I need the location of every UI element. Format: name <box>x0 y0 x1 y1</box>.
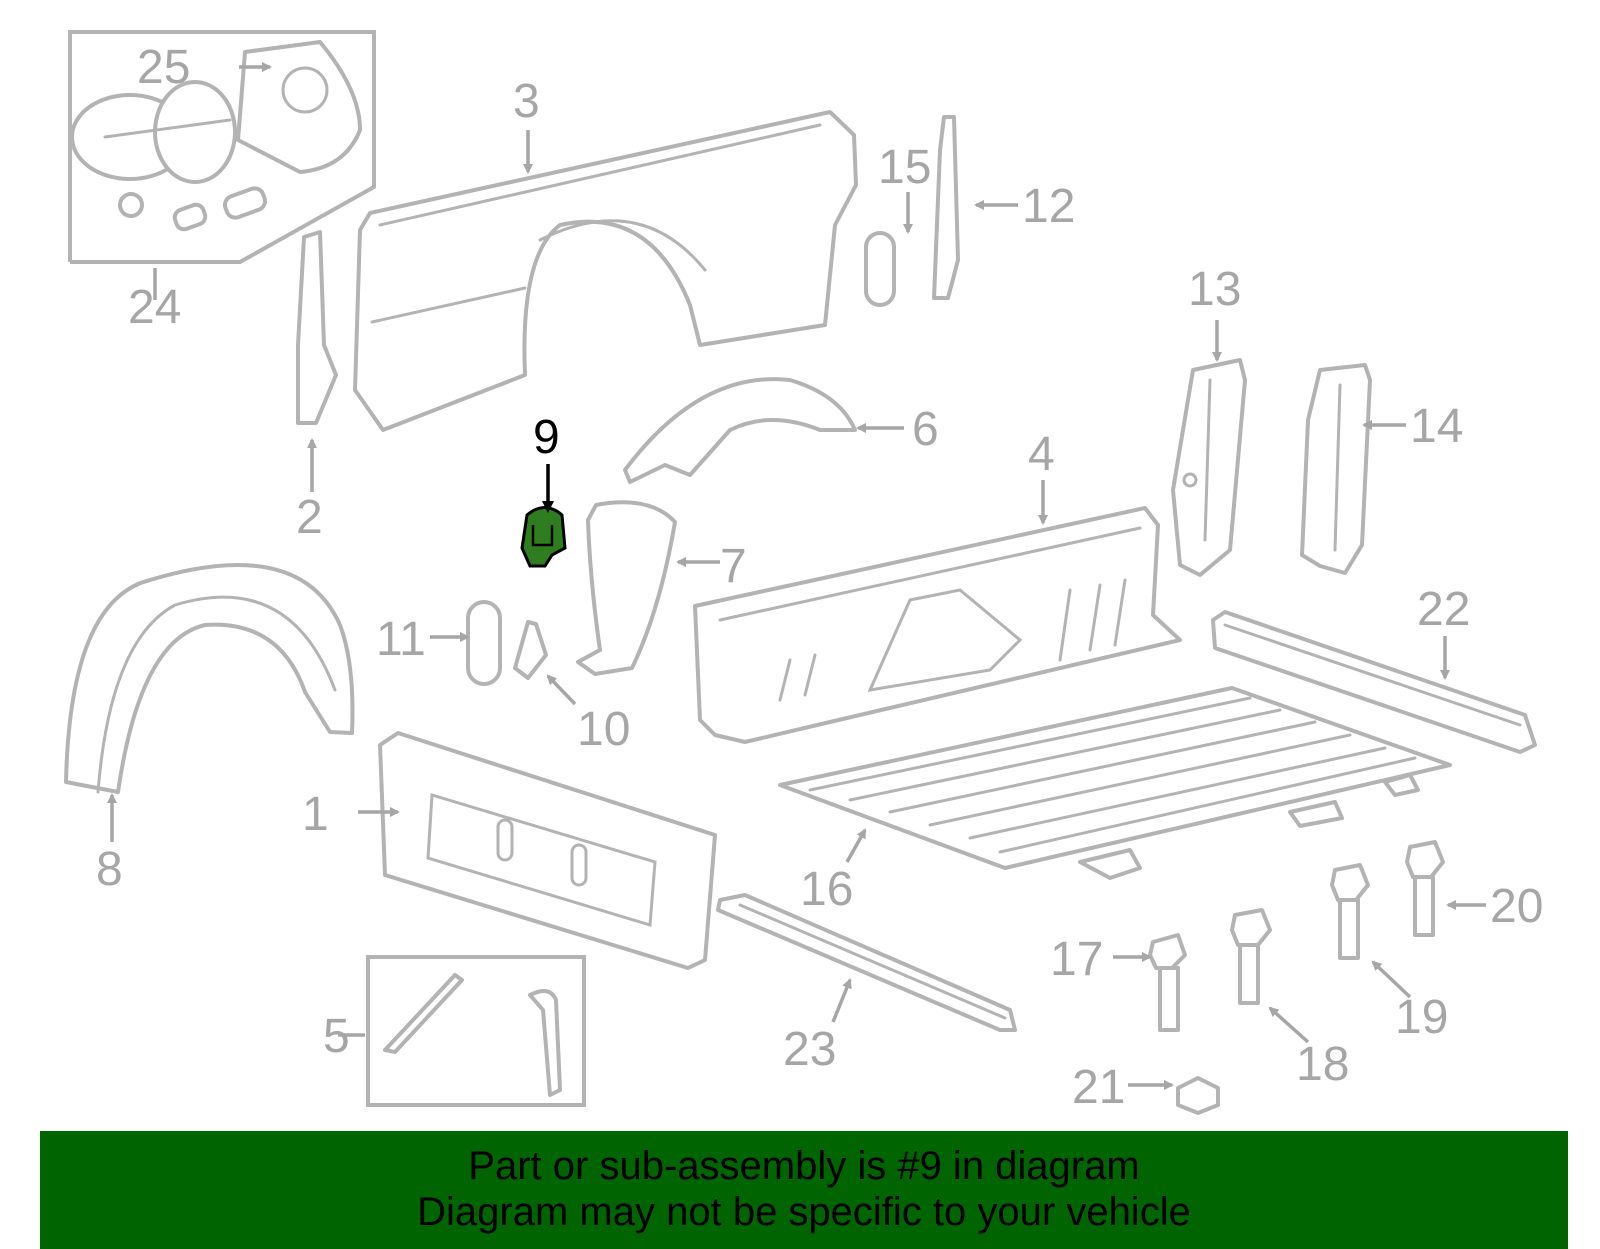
part-18-bolt <box>1230 908 1272 1005</box>
callout-16: 16 <box>800 863 853 916</box>
callout-5: 5 <box>323 1010 350 1063</box>
part-4-front-panel <box>693 506 1182 744</box>
banner-line-1: Part or sub-assembly is #9 in diagram <box>468 1144 1140 1188</box>
part-12-stake-pocket <box>932 115 960 300</box>
callout-2: 2 <box>296 491 323 544</box>
callout-23: 23 <box>783 1023 836 1076</box>
part-15-plug <box>864 231 896 307</box>
seal-inset-box <box>366 955 586 1107</box>
part-9-highlighted-bracket <box>520 506 567 568</box>
callout-22: 22 <box>1417 583 1470 636</box>
callout-6: 6 <box>912 403 939 456</box>
callout-19: 19 <box>1395 991 1448 1044</box>
part-2-corner-post <box>296 230 338 425</box>
callout-17: 17 <box>1050 933 1103 986</box>
callout-10: 10 <box>577 703 630 756</box>
callout-7: 7 <box>720 540 747 593</box>
callout-9: 9 <box>533 411 560 464</box>
part-16-bed-floor <box>778 686 1452 870</box>
callout-1: 1 <box>302 788 329 841</box>
callout-18: 18 <box>1296 1038 1349 1091</box>
part-7-wheelhouse-inner <box>576 500 677 676</box>
part-20-bolt <box>1405 840 1445 937</box>
callout-21: 21 <box>1072 1061 1125 1114</box>
banner-line-2: Diagram may not be specific to your vehi… <box>417 1190 1191 1234</box>
callout-25: 25 <box>137 41 190 94</box>
part-6-wheelhouse-outer <box>623 377 857 484</box>
callout-24: 24 <box>128 281 181 334</box>
part-21-nut <box>1176 1076 1220 1115</box>
callout-14: 14 <box>1410 400 1463 453</box>
callout-11: 11 <box>376 613 426 666</box>
part-11-plug <box>466 600 502 686</box>
part-19-bolt <box>1330 863 1370 960</box>
callout-4: 4 <box>1028 428 1055 481</box>
callout-12: 12 <box>1022 180 1075 233</box>
callout-3: 3 <box>513 75 540 128</box>
part-13-front-post <box>1171 358 1247 577</box>
info-banner: Part or sub-assembly is #9 in diagram Di… <box>40 1131 1568 1249</box>
part-17-bolt <box>1148 933 1187 1032</box>
part-10-bracket <box>513 620 548 680</box>
part-8-wheel-flare <box>64 563 355 794</box>
callout-15: 15 <box>878 141 931 194</box>
part-1-tailgate <box>378 731 717 970</box>
callout-20: 20 <box>1490 880 1543 933</box>
callout-13: 13 <box>1188 263 1241 316</box>
part-3-bed-side-panel <box>353 110 858 432</box>
callout-8: 8 <box>96 843 123 896</box>
fuel-door-inset-box <box>68 30 376 264</box>
